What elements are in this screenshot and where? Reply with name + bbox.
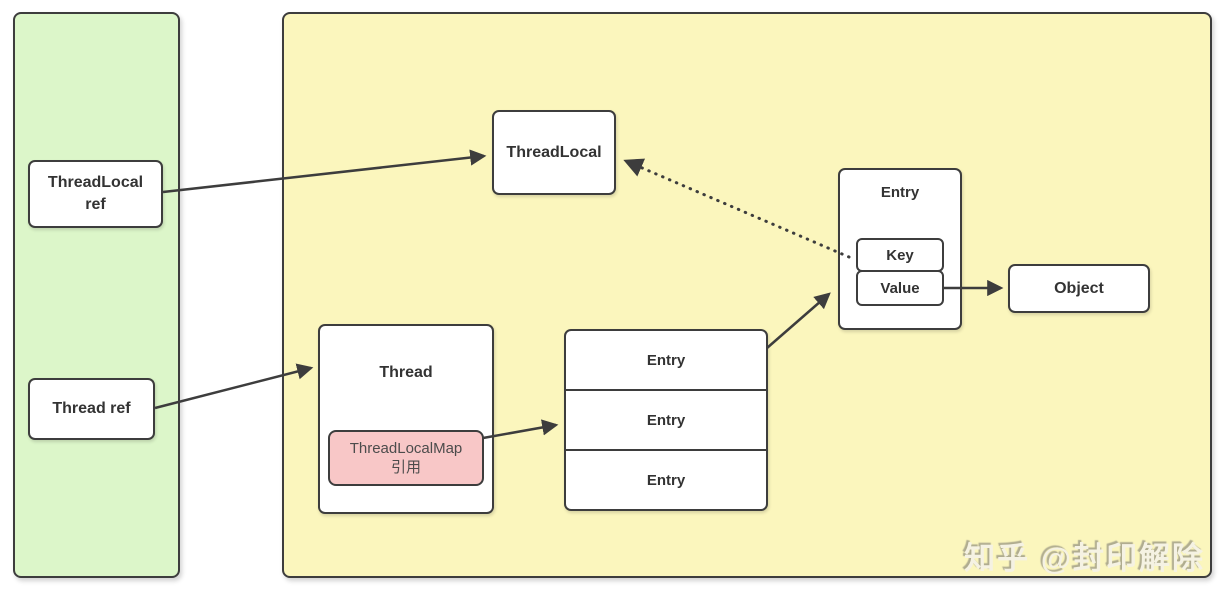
value-label: Value xyxy=(880,279,920,297)
entry-table-row: Entry xyxy=(566,449,766,509)
key-cell: Key xyxy=(856,238,944,272)
thread-ref-label: Thread ref xyxy=(52,400,131,418)
threadlocal-label: ThreadLocal xyxy=(506,143,602,161)
threadlocalmap-ref-node: ThreadLocalMap 引用 xyxy=(328,430,484,486)
watermark: 知乎 @封印解除 xyxy=(964,541,1205,576)
stack-panel xyxy=(13,12,180,578)
key-label: Key xyxy=(886,246,914,264)
threadlocal-node: ThreadLocal xyxy=(492,110,616,195)
entry-table-row: Entry xyxy=(566,389,766,449)
object-label: Object xyxy=(1054,279,1104,297)
entry-table-row: Entry xyxy=(566,331,766,389)
thread-label: Thread xyxy=(379,364,433,381)
value-cell: Value xyxy=(856,270,944,306)
threadlocalmap-label-line1: ThreadLocalMap xyxy=(349,439,463,457)
entry-row-label: Entry xyxy=(646,411,686,429)
thread-ref-node: Thread ref xyxy=(28,378,155,440)
entry-table: Entry Entry Entry xyxy=(564,329,768,511)
entry-row-label: Entry xyxy=(646,471,686,489)
entry-node-title: Entry xyxy=(880,184,920,201)
object-node: Object xyxy=(1008,264,1150,313)
threadlocal-ref-label: ThreadLocal ref xyxy=(47,174,144,213)
threadlocal-ref-node: ThreadLocal ref xyxy=(28,160,163,228)
entry-row-label: Entry xyxy=(646,351,686,369)
threadlocalmap-label-line2: 引用 xyxy=(390,459,421,476)
